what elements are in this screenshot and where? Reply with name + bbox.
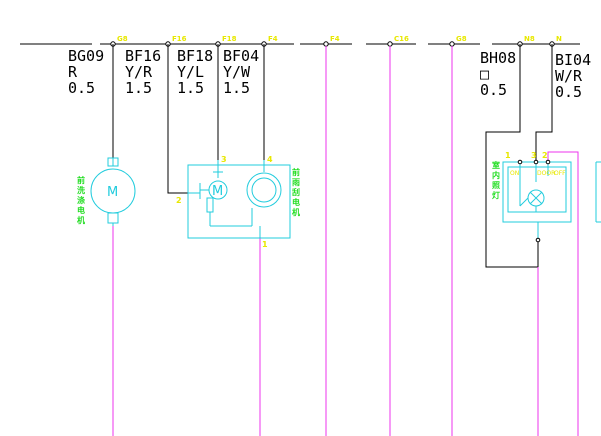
connector-tag: F4 <box>268 35 278 43</box>
black-wires <box>112 44 553 268</box>
washer-motor-label: 前 洗 涤 电 机 <box>77 175 85 225</box>
wiper-motor-name: 机 <box>292 207 300 217</box>
wiper-motor-name: 雨 <box>292 178 300 187</box>
wiper-motor <box>187 160 291 239</box>
wire-color: Y/W <box>223 63 251 81</box>
wire-color: Y/R <box>125 63 153 81</box>
wire-size: 1.5 <box>177 79 205 97</box>
washer-motor-symbol: M <box>107 185 118 200</box>
lamp-pin: 3 <box>531 151 537 160</box>
connector-tag: G8 <box>117 35 128 43</box>
lamp-pin: 1 <box>505 151 511 160</box>
washer-motor-name: 电 <box>77 205 85 215</box>
wiper-pin: 1 <box>262 240 268 249</box>
wiper-pin: 2 <box>176 196 182 205</box>
wiper-pin: 3 <box>221 155 227 164</box>
wire-size: 1.5 <box>125 79 153 97</box>
room-lamp-name: 内 <box>492 170 500 180</box>
connector-tag: F4 <box>330 35 340 43</box>
connector-tag: C16 <box>394 35 409 43</box>
washer-motor-name: 机 <box>77 215 85 225</box>
room-lamp-name: 照 <box>492 181 500 190</box>
wiper-pin: 4 <box>267 155 273 164</box>
wire-color: Y/L <box>177 63 205 81</box>
lamp-switch-label: DOOR <box>537 170 555 177</box>
wiper-motor-name: 电 <box>292 197 300 207</box>
wire-code: BF16 <box>125 47 162 65</box>
wire-code: BH08 <box>480 49 517 67</box>
wiper-motor-name: 前 <box>292 167 300 177</box>
washer-motor-name: 涤 <box>77 195 85 205</box>
wire-code: BF04 <box>223 47 260 65</box>
wire-size: 1.5 <box>223 79 251 97</box>
wiper-motor-name: 刮 <box>292 187 300 197</box>
washer-motor-name: 前 <box>77 175 85 185</box>
room-lamp-terminals <box>517 159 551 243</box>
room-lamp-name: 室 <box>492 160 500 170</box>
wire-label-bh08: BH08□0.5 <box>480 50 516 98</box>
wire-code: BG09 <box>68 47 105 65</box>
wire-size: 0.5 <box>480 81 508 99</box>
wiper-motor-symbol: M <box>212 184 223 199</box>
connector-tag: F18 <box>222 35 237 43</box>
wire-size: 0.5 <box>68 79 96 97</box>
washer-motor <box>90 157 136 226</box>
wire-color: W/R <box>555 67 583 85</box>
lamp-pin: 2 <box>542 151 548 160</box>
lamp-switch-label: OFF <box>554 170 566 177</box>
connector-dots <box>110 41 555 47</box>
wire-color: □ <box>480 65 490 83</box>
room-lamp-label: 室 内 照 灯 <box>492 160 500 200</box>
harness-lines <box>112 46 579 436</box>
connector-tag: G8 <box>456 35 467 43</box>
connector-tag: N8 <box>524 35 535 43</box>
wire-code: BF18 <box>177 47 214 65</box>
wire-code: BI04 <box>555 51 592 69</box>
wiper-motor-label: 前 雨 刮 电 机 <box>292 167 300 217</box>
wire-size: 0.5 <box>555 83 583 101</box>
connector-tag: F16 <box>172 35 187 43</box>
lamp-switch-label: ON <box>510 170 519 177</box>
washer-motor-name: 洗 <box>77 185 85 195</box>
room-lamp-name: 灯 <box>492 190 500 200</box>
connector-tag: N <box>556 35 562 43</box>
wire-color: R <box>68 63 78 81</box>
connector-tags: G8 F16 F18 F4 F4 C16 G8 N8 N <box>117 35 562 43</box>
